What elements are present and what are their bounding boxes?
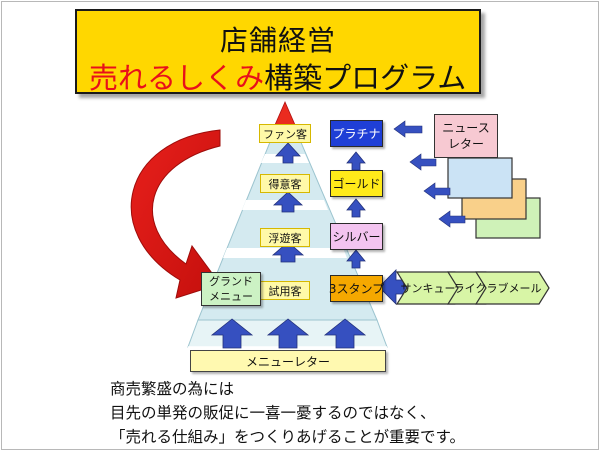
chevron-label-thankyou: サンキュー (400, 282, 456, 295)
caption-line2: 目先の単発の販促に一喜一憂するのではなく、 (110, 404, 436, 422)
chevron-label-like: ライク (453, 282, 487, 295)
left-arrow-icon (393, 120, 423, 138)
title-line1: 店舗経営 (219, 24, 336, 57)
newsletter-line2: レター (447, 137, 484, 151)
grand-menu: グランド メニュー (201, 272, 261, 306)
newsletter-line1: ニュース (442, 121, 490, 135)
left-arrow-icon (438, 210, 466, 228)
left-arrow-icon (409, 153, 437, 171)
newsletter-left-arrows (393, 120, 466, 228)
newsletter-sheet-blue (447, 157, 513, 199)
stage-platinum: プラチナ (330, 120, 383, 147)
grand-menu-line1: グランド (209, 275, 253, 288)
up-arrow-icon (323, 318, 367, 349)
chevron-label-lovemail: ラブメール (486, 282, 542, 295)
title-rest: 構築プログラム (264, 61, 467, 95)
grand-menu-line2: メニュー (209, 290, 253, 303)
pyramid-up-arrows (271, 142, 305, 263)
tier-tokui: 得意客 (260, 174, 310, 193)
caption-line1: 商売繁盛の為には (110, 380, 235, 398)
stage-stamp: 3スタンプ (329, 275, 384, 302)
caption-line3: 「売れる仕組み」をつくりあげることが重要です。 (110, 428, 465, 446)
tier-fuyu: 浮遊客 (260, 228, 310, 247)
stage-silver: シルバー (330, 223, 383, 250)
curved-red-arrow-icon (130, 129, 221, 299)
up-arrow-icon (210, 318, 254, 349)
up-arrow-icon (346, 198, 366, 218)
up-arrow-icon (346, 151, 366, 171)
tier-fan: ファン客 (259, 124, 311, 143)
up-arrow-icon (271, 241, 305, 263)
up-arrow-icon (266, 318, 310, 349)
tier-shiyo: 試用客 (260, 281, 310, 300)
up-arrow-icon (272, 191, 304, 213)
title-box: 店舗経営 売れるしくみ構築プログラム (75, 9, 481, 97)
title-line2: 売れるしくみ構築プログラム (89, 55, 466, 97)
left-arrow-icon (423, 182, 451, 200)
up-arrow-icon (275, 142, 301, 164)
newsletter-front: ニュース レター (434, 114, 498, 158)
base-up-arrows (210, 318, 367, 349)
chevron-lovemail (474, 271, 550, 305)
title-accent: 売れるしくみ (89, 61, 265, 95)
menu-letter: メニューレター (190, 350, 386, 372)
stage-gold: ゴールド (330, 170, 383, 197)
up-arrow-icon (346, 249, 366, 269)
